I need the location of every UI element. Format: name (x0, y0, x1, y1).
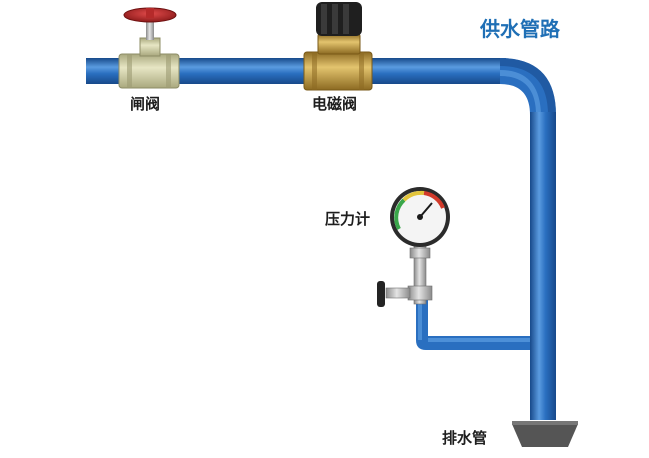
gate-valve (118, 7, 180, 89)
pressure-gauge-label: 压力计 (325, 210, 371, 228)
solenoid-valve-icon (316, 2, 362, 36)
drain-pipe-label: 排水管 (442, 429, 488, 447)
gate-valve-label: 闸阀 (130, 95, 161, 113)
supply-pipe-title: 供水管路 (480, 17, 560, 41)
drain-funnel-icon (512, 421, 578, 447)
solenoid-valve-label: 电磁阀 (312, 95, 358, 113)
handwheel-valve-icon (123, 7, 177, 23)
solenoid-valve (303, 2, 373, 91)
gauge-branch-pipe (416, 300, 530, 350)
pressure-gauge (377, 187, 450, 307)
gauge-icon (390, 187, 450, 247)
